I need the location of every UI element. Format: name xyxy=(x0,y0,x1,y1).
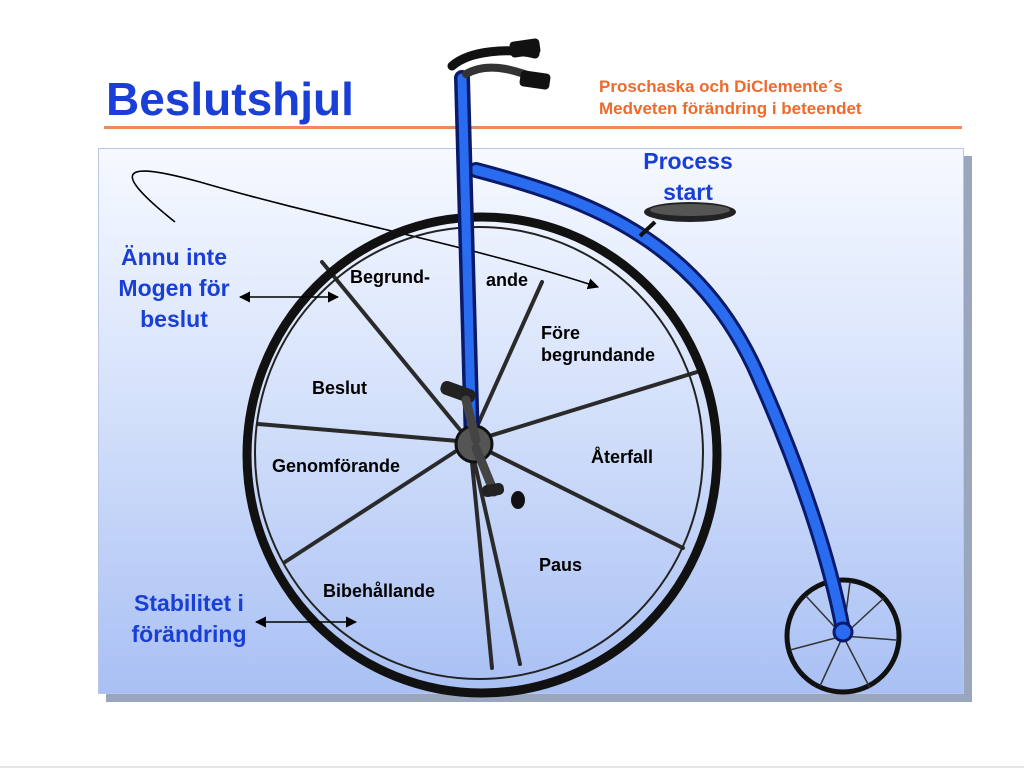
slide-title: Beslutshjul xyxy=(106,73,354,125)
stability-label: Stabilitet i förändring xyxy=(116,588,262,650)
footer-divider xyxy=(0,766,1024,768)
title-divider xyxy=(104,126,962,129)
source-line-2: Medveten förändring i beteendet xyxy=(599,99,862,118)
stage-begrund: Begrund- xyxy=(350,267,430,287)
process-start-line-2: start xyxy=(663,179,713,205)
source-line-1: Proschaska och DiClemente´s xyxy=(599,77,843,96)
stage-beslut: Beslut xyxy=(312,378,368,398)
stage-genomforande: Genomförande xyxy=(272,456,401,476)
not-ready-line-1: Ännu inte xyxy=(120,244,228,270)
stage-paus: Paus xyxy=(539,555,583,575)
stage-aterfall: Återfall xyxy=(591,447,654,467)
stability-line-1: Stabilitet i xyxy=(134,590,244,616)
not-ready-line-2: Mogen för xyxy=(118,275,230,301)
process-start-line-1: Process xyxy=(643,148,733,174)
not-ready-label: Ännu inte Mogen för beslut xyxy=(104,242,244,335)
big-wheel xyxy=(242,212,722,698)
stage-fore-line-1: Före xyxy=(541,323,581,343)
process-start-label: Process start xyxy=(630,146,746,208)
not-ready-line-3: beslut xyxy=(140,306,208,332)
content-panel xyxy=(98,148,964,694)
source-citation: Proschaska och DiClemente´s Medveten för… xyxy=(599,76,959,120)
stage-fore-line-2: begrundande xyxy=(541,345,656,365)
process-arrow xyxy=(131,170,600,290)
handlebars xyxy=(447,38,551,90)
stability-line-2: förändring xyxy=(131,621,247,647)
stage-ande: ande xyxy=(486,270,529,290)
big-wheel-spokes xyxy=(256,260,699,670)
bicycle-frame xyxy=(454,70,854,643)
hub-pedals xyxy=(440,380,525,509)
seat xyxy=(638,202,736,238)
stage-fore-begrundande: Före begrundande xyxy=(541,322,655,366)
stage-bibehallande: Bibehållande xyxy=(323,581,436,601)
